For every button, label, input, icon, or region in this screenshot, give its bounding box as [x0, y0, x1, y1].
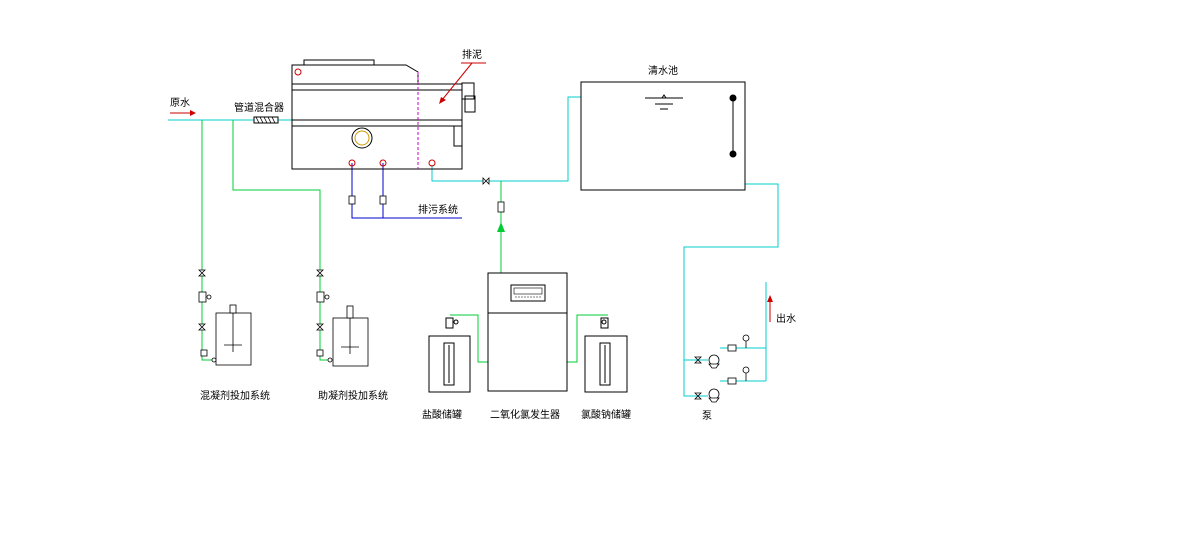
flocculant-dosing-unit [316, 269, 369, 367]
pipe-mixer [253, 116, 279, 124]
filter-unit [291, 59, 476, 170]
outlet-arrow-icon [767, 295, 773, 322]
drain-valves [348, 195, 387, 205]
drain-pipes [351, 163, 462, 219]
coagulant-dosing-label: 混凝剂投加系统 [200, 389, 270, 402]
inlet-water-label: 原水 [170, 97, 190, 109]
check-valve-icon [497, 201, 505, 232]
acid-tank-label: 盐酸储罐 [422, 408, 462, 421]
sludge-label: 排泥 [462, 48, 482, 61]
dosing-pipes [201, 120, 608, 363]
pipe-mixer-label: 管道混合器 [234, 101, 284, 114]
chlorine-dioxide-generator [487, 272, 568, 392]
acid-tank [428, 317, 471, 393]
drain-system-label: 排污系统 [418, 203, 458, 216]
chlorate-tank [584, 317, 628, 393]
pump-label: 泵 [702, 410, 712, 422]
flocculant-dosing-label: 助凝剂投加系统 [318, 389, 388, 402]
clear-water-tank [580, 81, 746, 191]
clear-tank-label: 清水池 [648, 64, 678, 77]
gate-valve-icon [482, 177, 490, 185]
generator-label: 二氧化氯发生器 [490, 408, 560, 421]
outlet-water-label: 出水 [776, 312, 796, 325]
sludge-arrow-icon [439, 62, 486, 104]
chlorate-tank-label: 氯酸钠储罐 [581, 408, 631, 421]
pump-set [694, 334, 750, 403]
water-pipes [168, 96, 779, 397]
coagulant-dosing-unit [198, 269, 252, 366]
inlet-arrow-icon [170, 110, 196, 116]
